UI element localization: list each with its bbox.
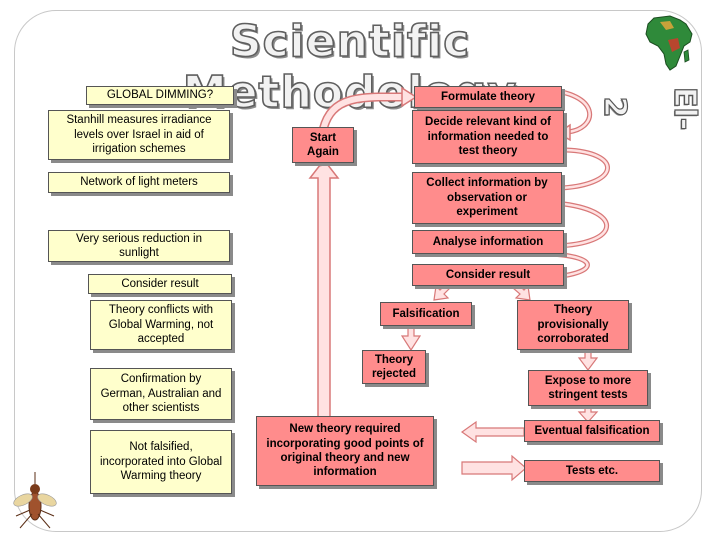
analyse-box: Analyse information bbox=[412, 230, 564, 254]
loop-arrow-2 bbox=[561, 147, 610, 191]
new-theory-box: New theory required incorporating good p… bbox=[256, 416, 434, 486]
theory-rejected-box: Theory rejected bbox=[362, 350, 426, 384]
network-box: Network of light meters bbox=[48, 172, 230, 193]
eventual-falsification-box: Eventual falsification bbox=[524, 420, 660, 442]
reduction-box: Very serious reduction in sunlight bbox=[48, 230, 230, 262]
to-rejected-arrow bbox=[400, 325, 422, 352]
confirmation-box: Confirmation by German, Australian and o… bbox=[90, 368, 232, 420]
tests-box: Tests etc. bbox=[524, 460, 660, 482]
collect-box: Collect information by observation or ex… bbox=[412, 172, 562, 224]
consider-result-box: Consider result bbox=[412, 264, 564, 286]
start-again-box: Start Again bbox=[292, 127, 354, 163]
to-new-theory-arrow bbox=[460, 420, 525, 444]
to-expose-arrow bbox=[577, 351, 599, 371]
decide-box: Decide relevant kind of information need… bbox=[412, 110, 564, 164]
to-tests-arrow bbox=[461, 454, 527, 482]
africa-map-icon bbox=[645, 15, 693, 71]
expose-box: Expose to more stringent tests bbox=[528, 370, 648, 406]
conflicts-box: Theory conflicts with Global Warming, no… bbox=[90, 300, 232, 350]
falsification-box: Falsification bbox=[380, 302, 472, 326]
consider-result-left-box: Consider result bbox=[88, 274, 232, 294]
global-dimming-box: GLOBAL DIMMING? bbox=[86, 86, 234, 105]
provisional-box: Theory provisionally corroborated bbox=[517, 300, 629, 350]
stanhill-box: Stanhill measures irradiance levels over… bbox=[48, 110, 230, 160]
return-arrow bbox=[308, 158, 340, 419]
formulate-theory-box: Formulate theory bbox=[414, 86, 562, 108]
mosquito-icon bbox=[13, 472, 57, 529]
not-falsified-box: Not falsified, incorporated into Global … bbox=[90, 430, 232, 494]
to-eventual-arrow bbox=[577, 405, 599, 423]
